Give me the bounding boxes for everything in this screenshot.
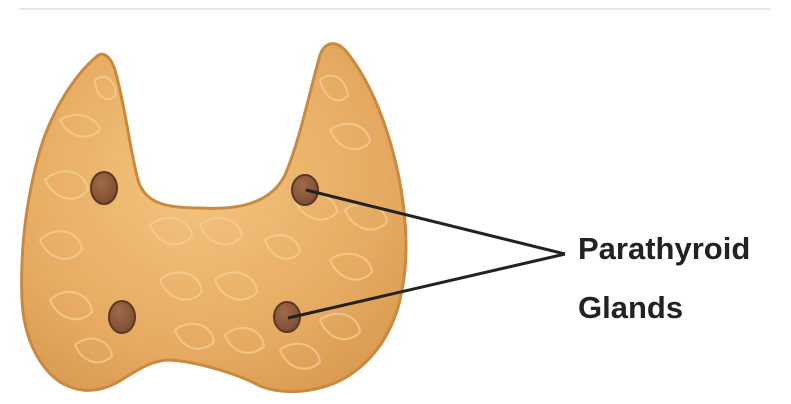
parathyroid-gland-upper-left <box>91 172 117 204</box>
parathyroid-gland-lower-left <box>109 301 135 333</box>
parathyroid-gland-upper-right <box>292 175 318 205</box>
parathyroid-label-line-2: Glands <box>578 290 683 326</box>
parathyroid-label-line-1: Parathyroid <box>578 231 750 267</box>
